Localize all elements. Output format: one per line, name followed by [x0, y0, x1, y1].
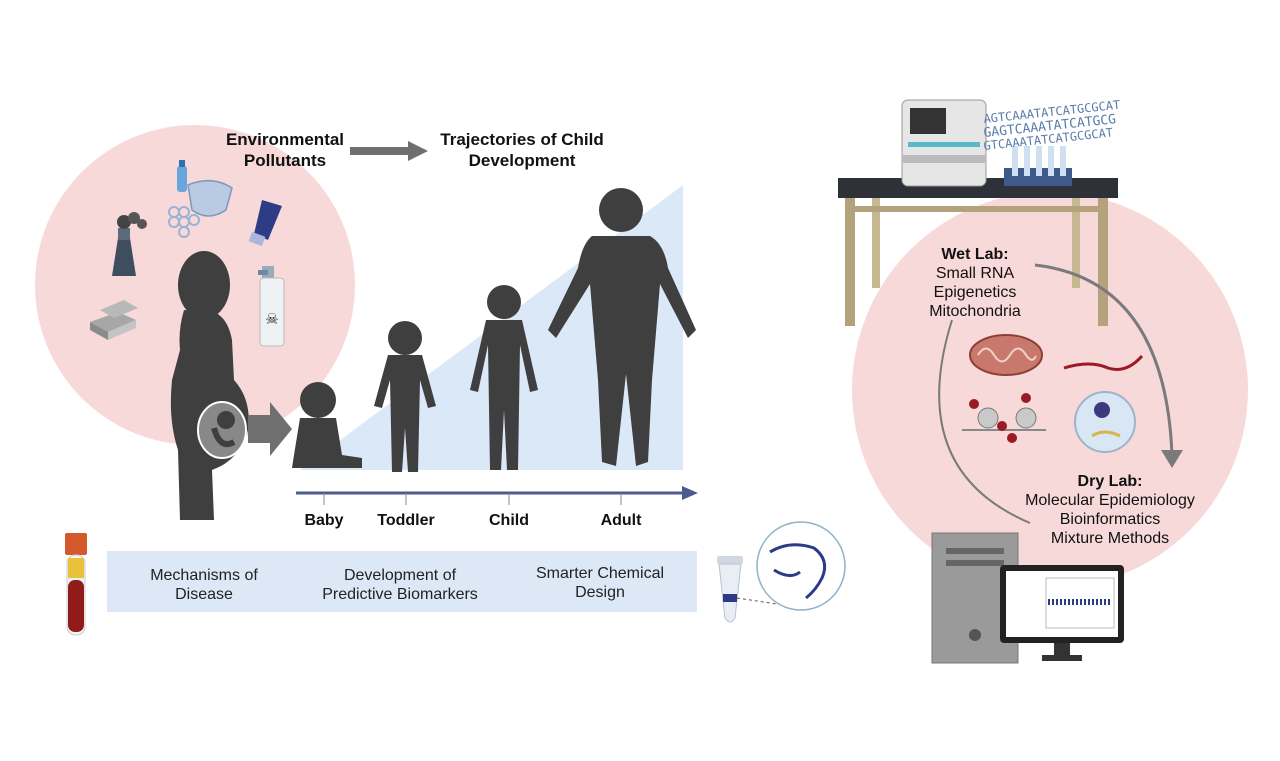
- face-mask-icon: [187, 179, 233, 217]
- baby-silhouette: [292, 382, 362, 468]
- adult-silhouette: [548, 188, 696, 466]
- trajectories-line-2: Development: [468, 151, 576, 170]
- factory-icon: [112, 212, 147, 276]
- development-timeline: [296, 486, 698, 505]
- wet-lab-item: Mitochondria: [929, 303, 1021, 320]
- monitor-icon: [1000, 565, 1124, 661]
- svg-text:☠: ☠: [265, 310, 278, 328]
- dna-zoom-icon: [756, 521, 846, 611]
- sequencer-icon: [901, 99, 987, 187]
- trajectories-line-1: Trajectories of Child: [440, 130, 604, 149]
- dry-to-wet-arc: [938, 319, 1031, 524]
- test-tube-rack-icon: [1004, 146, 1072, 186]
- wet-lab-item: Epigenetics: [933, 284, 1017, 301]
- pollutants-line-2: Pollutants: [243, 151, 327, 170]
- microplastics-icon: [168, 206, 200, 238]
- sample-tube-icon: [717, 556, 743, 623]
- wet-to-dry-arrow: [1034, 263, 1174, 456]
- transfer-arrow: [248, 402, 292, 456]
- application-mechanisms: Mechanisms of Disease: [150, 567, 258, 603]
- application-biomarkers: Development of Predictive Biomarkers: [322, 567, 478, 603]
- dry-lab-item: Molecular Epidemiology: [1025, 492, 1195, 509]
- lab-circle: [852, 192, 1248, 588]
- dna-sequence-text: AGTCAAATATCATGCGCAT GAGTCAAATATCATGCG GT…: [983, 98, 1121, 153]
- chromatin-icon: [962, 393, 1046, 443]
- wet-lab-title: Wet Lab:: [941, 246, 1009, 263]
- spray-bottle-icon: ☠: [258, 266, 285, 347]
- fetus-icon: [197, 401, 247, 459]
- toddler-silhouette: [374, 321, 436, 472]
- rna-strand-icon: [1063, 354, 1144, 371]
- wet-lab-item: Small RNA: [935, 265, 1015, 282]
- stage-adult: Adult: [600, 512, 642, 529]
- stage-baby: Baby: [304, 512, 344, 529]
- dry-lab-title: Dry Lab:: [1077, 473, 1143, 490]
- pollutants-line-1: Environmental: [225, 130, 345, 149]
- applications-band: [107, 551, 697, 612]
- mitochondria-icon: [969, 334, 1043, 376]
- water-bottle-icon: [177, 160, 187, 192]
- trajectories-label: Trajectories of Child Development: [430, 129, 614, 171]
- stage-toddler: Toddler: [377, 512, 435, 529]
- dry-lab-item: Mixture Methods: [1050, 530, 1170, 547]
- child-silhouette: [470, 285, 538, 470]
- cell-organelle-icon: [1074, 391, 1136, 453]
- stage-child: Child: [489, 512, 529, 529]
- application-chemical-design: Smarter Chemical Design: [535, 565, 665, 601]
- blood-tube-icon: [65, 533, 87, 636]
- wet-lab-label: Wet Lab: Small RNA Epigenetics Mitochond…: [915, 245, 1035, 321]
- dry-lab-item: Bioinformatics: [1059, 511, 1161, 528]
- dry-lab-label: Dry Lab: Molecular Epidemiology Bioinfor…: [1012, 472, 1208, 548]
- cosmetic-tube-icon: [248, 200, 282, 247]
- pollutants-label: Environmental Pollutants: [220, 129, 350, 171]
- exposure-arrow: [350, 141, 428, 161]
- metal-bars-icon: [90, 300, 138, 340]
